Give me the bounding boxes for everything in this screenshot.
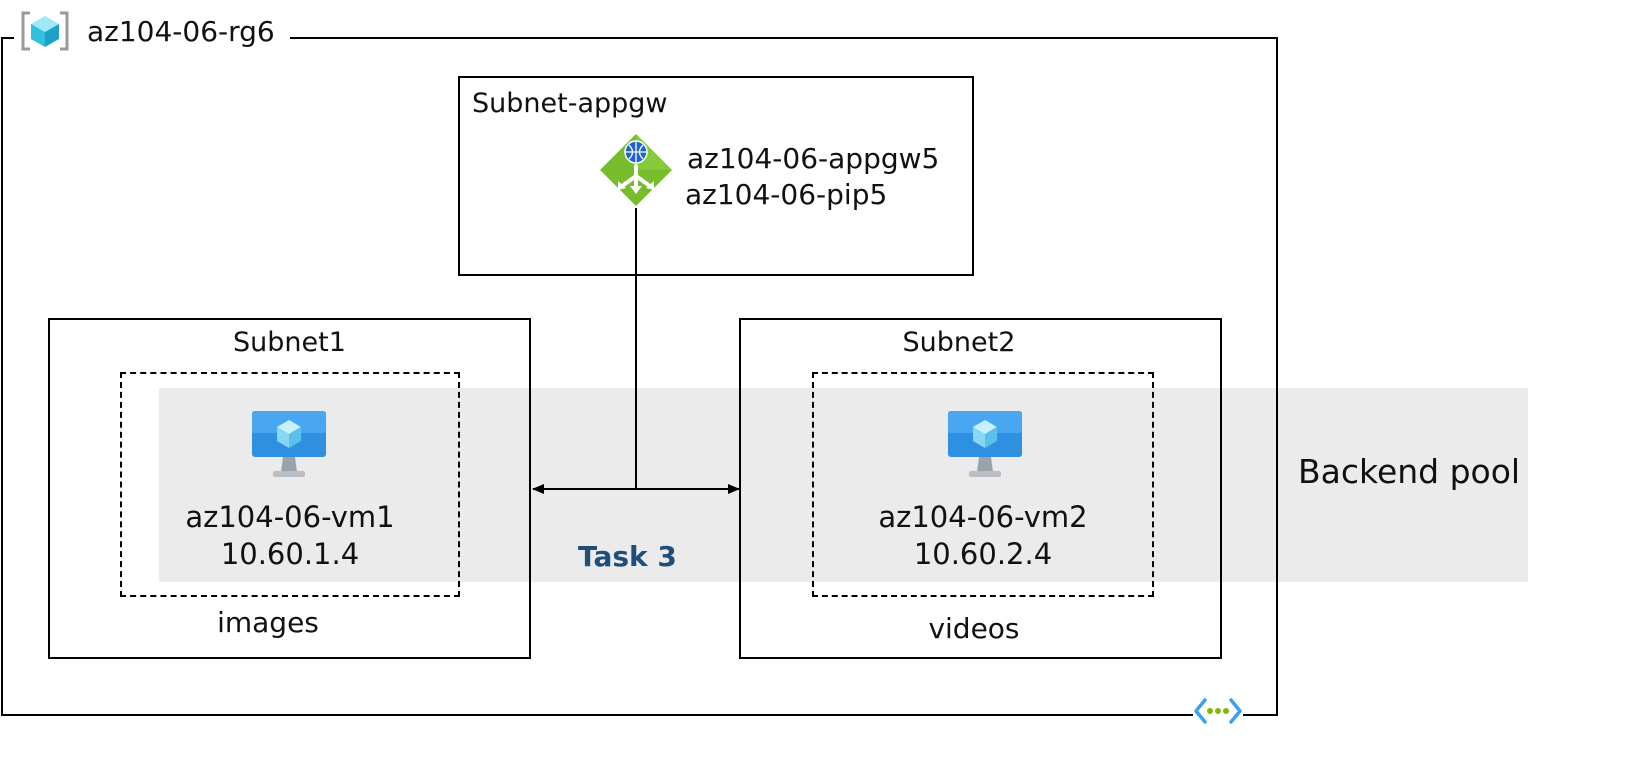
- virtual-machine-icon: [251, 410, 327, 484]
- subnet1-label: Subnet1: [233, 327, 346, 358]
- subnet-appgw-box: [458, 76, 974, 276]
- resource-group-name: az104-06-rg6: [87, 15, 275, 48]
- gateway-name: az104-06-appgw5: [687, 142, 940, 175]
- subnet2-box: [739, 318, 1222, 659]
- subnet1-backend-group: [120, 372, 460, 597]
- virtual-network-icon: [1193, 697, 1243, 725]
- application-gateway-icon: [598, 132, 674, 212]
- resource-group-icon: [20, 10, 70, 56]
- subnet2-label: Subnet2: [902, 327, 1016, 358]
- vm2-name: az104-06-vm2: [878, 500, 1088, 534]
- subnet1-box: [48, 318, 531, 659]
- backend-pool-band: [159, 388, 1528, 582]
- backend-pool-label: Backend pool: [1298, 452, 1521, 491]
- resource-group-container: [1, 37, 1278, 716]
- resource-group-header: az104-06-rg6: [14, 8, 290, 52]
- subnet2-backend-group: [812, 372, 1154, 597]
- subnet2-path: videos: [928, 612, 1020, 645]
- vm1-ip: 10.60.1.4: [220, 537, 360, 571]
- public-ip-name: az104-06-pip5: [685, 178, 888, 211]
- virtual-machine-icon: [947, 410, 1023, 484]
- subnet1-path: images: [217, 606, 319, 639]
- task-label: Task 3: [578, 540, 677, 573]
- vm2-ip: 10.60.2.4: [913, 537, 1053, 571]
- subnet-appgw-label: Subnet-appgw: [472, 88, 668, 119]
- vm1-name: az104-06-vm1: [185, 500, 395, 534]
